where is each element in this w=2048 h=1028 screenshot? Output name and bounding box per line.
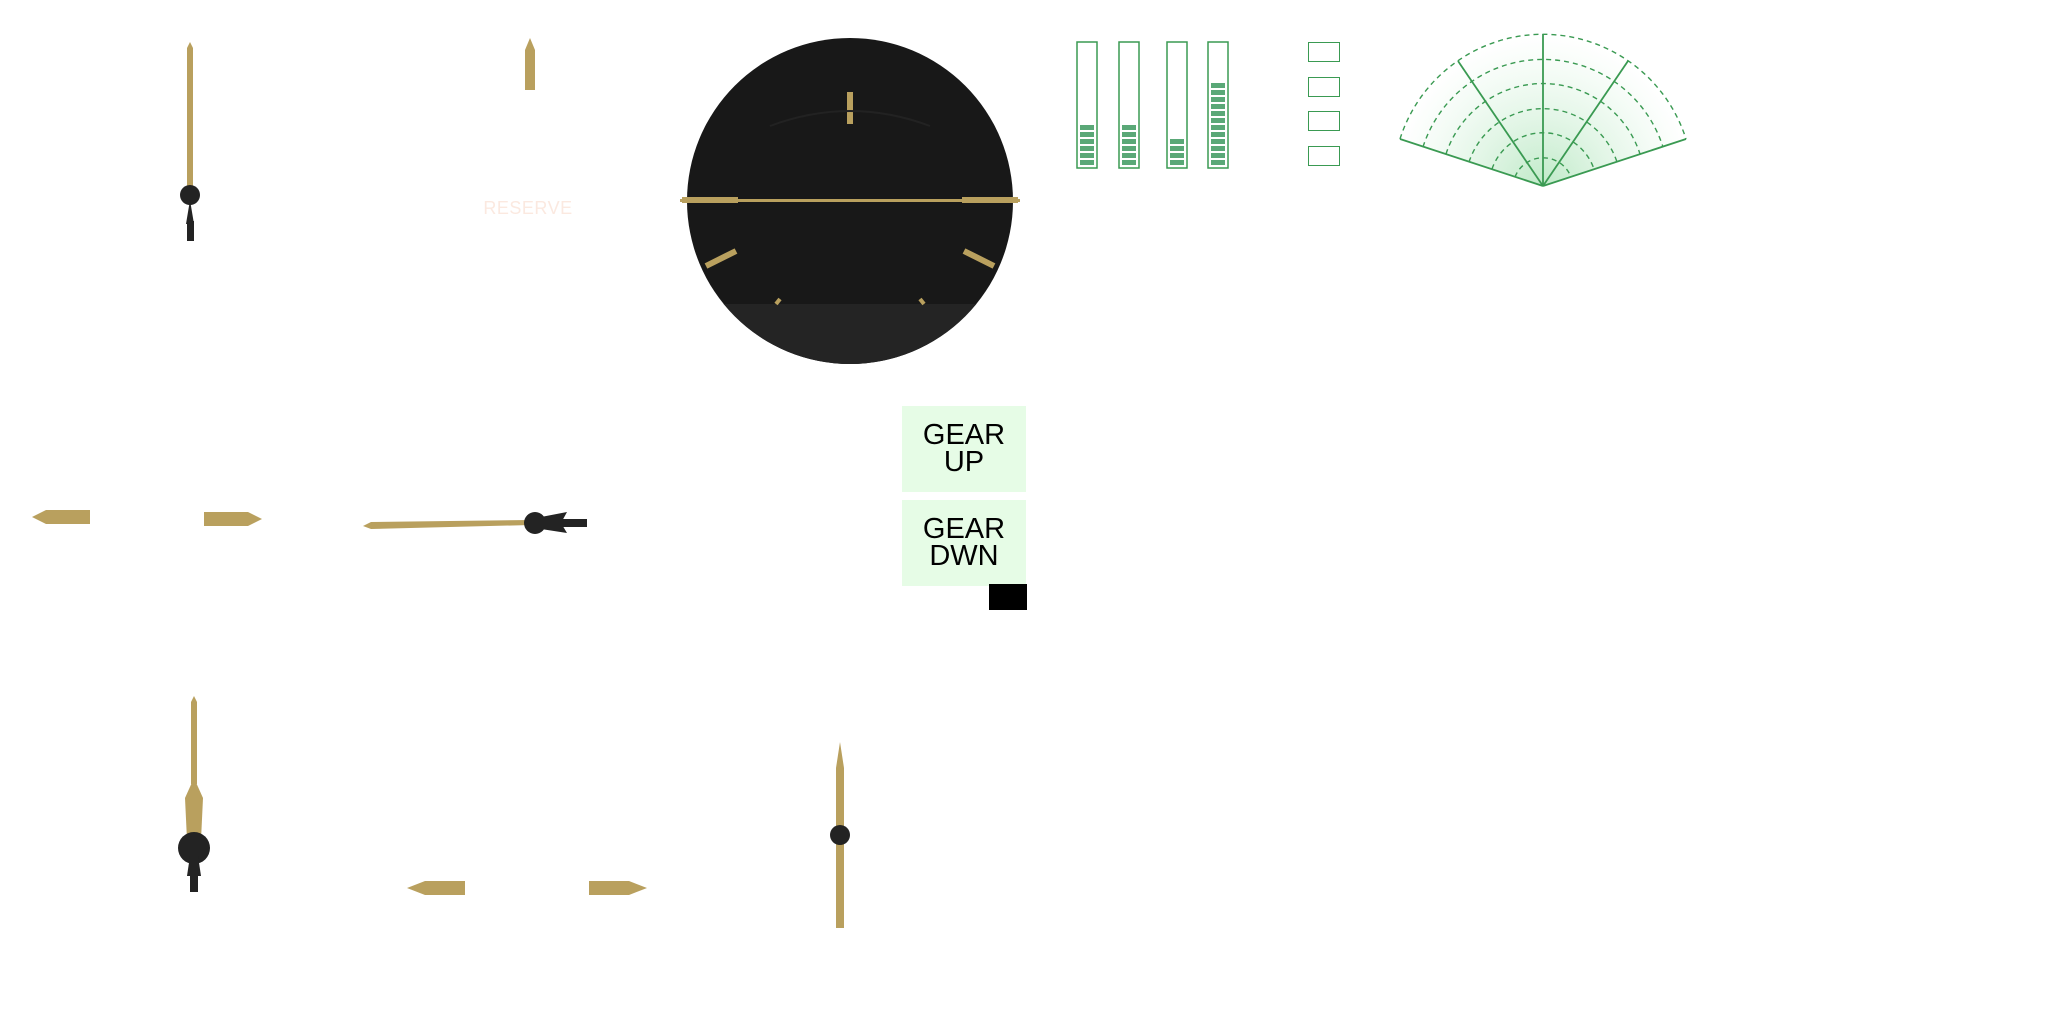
needle-icon — [187, 42, 193, 198]
dial-bottom-right-mark-icon — [918, 297, 926, 306]
dial-top-tick-icon — [847, 92, 853, 124]
bar-gauge-segment — [1080, 139, 1094, 144]
bar-gauge-segment — [1170, 146, 1184, 151]
bar-gauge-segment — [1170, 153, 1184, 158]
bar-gauge-frame — [1207, 41, 1229, 169]
indicator-box-2[interactable] — [1308, 77, 1340, 97]
gear-up-label-line1: GEAR — [922, 419, 1006, 451]
dial-lower-band-icon — [687, 304, 1013, 364]
needle-icon — [204, 512, 262, 526]
gear-up-label-line2: UP — [943, 446, 985, 478]
bar-gauge-3 — [1166, 41, 1188, 169]
bar-gauge-segment — [1080, 160, 1094, 165]
needle-stem-icon — [187, 221, 194, 241]
needle-stem-icon — [561, 519, 587, 527]
bar-gauge-frame — [1118, 41, 1140, 169]
bar-gauge-segment — [1122, 153, 1136, 158]
bar-gauge-4 — [1207, 41, 1229, 169]
reserve-label: RESERVE — [483, 198, 573, 218]
bar-gauges — [1076, 41, 1229, 169]
bar-gauge-segment — [1122, 132, 1136, 137]
bar-gauge-frame — [1076, 41, 1098, 169]
bar-gauge-segment — [1080, 132, 1094, 137]
bar-gauge-segment — [1211, 118, 1225, 123]
bar-gauge-segment — [1211, 90, 1225, 95]
indicator-box-3[interactable] — [1308, 111, 1340, 131]
bar-gauge-segment — [1080, 146, 1094, 151]
needle-icon — [589, 881, 647, 895]
dial-bottom-left-mark-icon — [774, 297, 782, 306]
compass-dial — [680, 38, 1020, 364]
needle-horizontal — [363, 512, 587, 534]
needle-icon — [32, 510, 90, 524]
pointer-right-tip — [204, 512, 262, 526]
bar-gauge-frame — [1166, 41, 1188, 169]
pointer-left-tip — [32, 510, 90, 524]
indicator-box-4[interactable] — [1308, 146, 1340, 166]
black-indicator-block — [989, 584, 1027, 610]
gear-dwn-label-line2: DWN — [929, 540, 999, 572]
needle-vertical-3 — [830, 742, 850, 928]
bar-gauge-segment — [1122, 160, 1136, 165]
needle-short-tip — [525, 38, 535, 90]
dial-left-tick-icon — [682, 197, 738, 203]
dial-lower-right-tick-icon — [962, 248, 996, 269]
needle-tail-icon — [541, 512, 567, 533]
gear-down-button[interactable]: GEAR DWN — [902, 500, 1026, 586]
bar-gauge-2 — [1118, 41, 1140, 169]
gear-up-button[interactable]: GEAR UP — [902, 406, 1026, 492]
hub-icon — [524, 512, 546, 534]
hub-icon — [830, 825, 850, 845]
bar-gauge-segment — [1080, 153, 1094, 158]
needle-icon — [407, 881, 465, 895]
bar-gauge-segment — [1080, 125, 1094, 130]
dial-lower-left-tick-icon — [704, 248, 738, 269]
indicator-box-1[interactable] — [1308, 42, 1340, 62]
bar-gauge-segment — [1211, 139, 1225, 144]
needle-icon — [363, 520, 531, 529]
bar-gauge-segment — [1211, 146, 1225, 151]
hub-icon — [180, 185, 200, 205]
pointer-right-tip-2 — [589, 881, 647, 895]
pointer-left-tip-2 — [407, 881, 465, 895]
hub-icon — [178, 832, 210, 864]
bar-gauge-segment — [1211, 104, 1225, 109]
bar-gauge-segment — [1170, 160, 1184, 165]
bar-gauge-segment — [1211, 83, 1225, 88]
needle-icon — [191, 696, 197, 784]
bar-gauge-segment — [1122, 146, 1136, 151]
bar-gauge-segment — [1211, 132, 1225, 137]
needle-stem-icon — [190, 872, 198, 892]
needle-tail-icon — [187, 856, 201, 876]
bar-gauge-segment — [1122, 139, 1136, 144]
bar-gauge-segment — [1170, 139, 1184, 144]
bar-gauge-segment — [1211, 97, 1225, 102]
bar-gauge-1 — [1076, 41, 1098, 169]
bar-gauge-segment — [1211, 125, 1225, 130]
bar-gauge-segment — [1211, 111, 1225, 116]
needle-icon — [525, 38, 535, 90]
needle-vertical-2 — [178, 696, 210, 892]
bar-gauge-segment — [1122, 125, 1136, 130]
gear-dwn-label-line1: GEAR — [922, 513, 1006, 545]
radar-fan — [1399, 33, 1687, 187]
dial-arc-icon — [769, 110, 931, 127]
needle-vertical-1 — [180, 42, 200, 241]
bar-gauge-segment — [1211, 160, 1225, 165]
needle-tail-icon — [186, 200, 194, 224]
bar-gauge-segment — [1211, 153, 1225, 158]
dial-right-tick-icon — [962, 197, 1018, 203]
needle-body-icon — [185, 778, 203, 840]
